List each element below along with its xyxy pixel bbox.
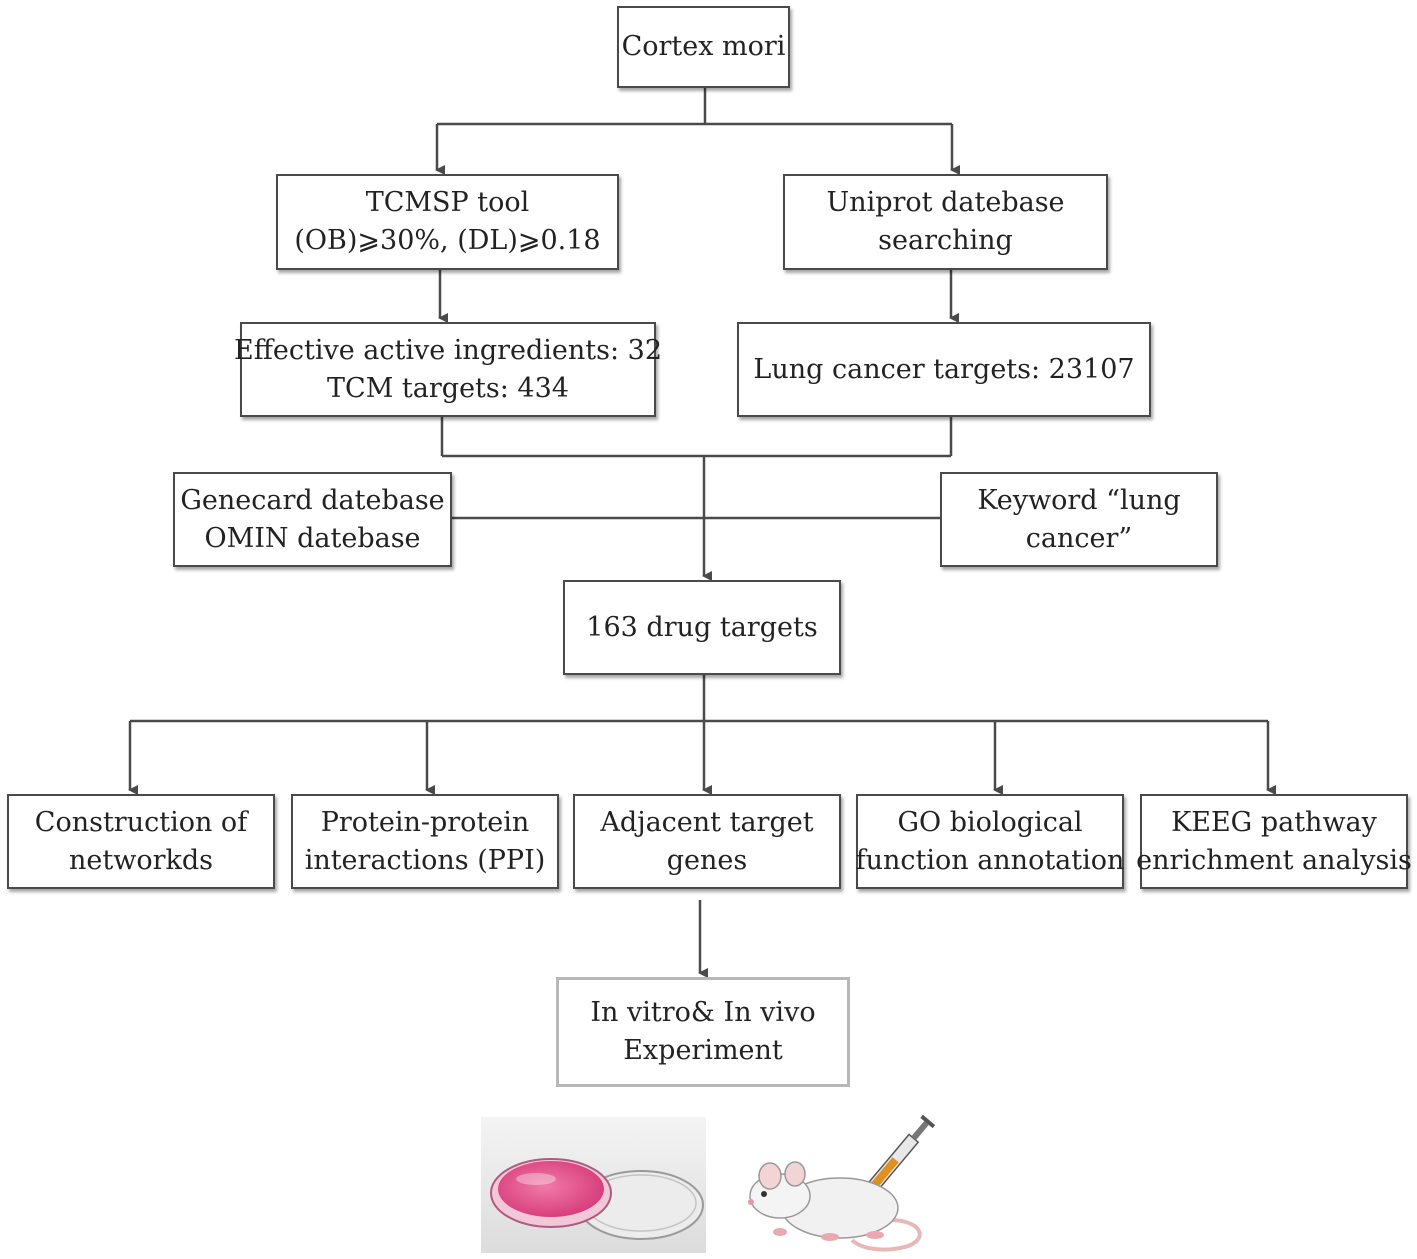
drug-targets-node: 163 drug targets bbox=[563, 580, 841, 675]
experiment-line2: Experiment bbox=[623, 1035, 783, 1066]
keeg-pathway-node: KEEG pathway enrichment analysis bbox=[1136, 794, 1412, 889]
experiment-node: In vitro& In vivo Experiment bbox=[556, 977, 850, 1087]
go-line2: function annotation bbox=[855, 844, 1125, 876]
networks-line2: networkds bbox=[69, 844, 213, 876]
genecard-node: Genecard datebase OMIN datebase bbox=[173, 472, 452, 567]
mouse-with-syringe-icon bbox=[748, 1114, 936, 1252]
ppi-line2: interactions (PPI) bbox=[304, 844, 546, 876]
petri-dish-icon bbox=[481, 1117, 706, 1253]
genecard-line2: OMIN datebase bbox=[204, 522, 421, 554]
keyword-node: Keyword “lung cancer” bbox=[940, 472, 1218, 567]
uniprot-node: Uniprot datebase searching bbox=[783, 174, 1108, 270]
networks-node: Construction of networkds bbox=[7, 794, 275, 889]
adjacent-genes-node: Adjacent target genes bbox=[573, 794, 841, 889]
tcmsp-line2: (OB)⩾30%, (DL)⩾0.18 bbox=[294, 225, 601, 256]
lung-cancer-targets-node: Lung cancer targets: 23107 bbox=[737, 322, 1151, 417]
root-label: Cortex mori bbox=[621, 31, 786, 62]
ingredients-node: Effective active ingredients: 32 TCM tar… bbox=[234, 322, 662, 417]
root-node: Cortex mori bbox=[617, 6, 790, 88]
keyword-line1: Keyword “lung bbox=[977, 484, 1181, 516]
genecard-line1: Genecard datebase bbox=[180, 484, 445, 516]
ingredients-line2: TCM targets: 434 bbox=[327, 372, 569, 404]
go-line1: GO biological bbox=[897, 806, 1083, 838]
uniprot-line2: searching bbox=[878, 225, 1013, 256]
uniprot-line1: Uniprot datebase bbox=[826, 187, 1065, 218]
networks-line1: Construction of bbox=[34, 806, 248, 838]
adjacent-line2: genes bbox=[666, 844, 748, 876]
lung-cancer-targets-label: Lung cancer targets: 23107 bbox=[753, 353, 1135, 385]
adjacent-line1: Adjacent target bbox=[600, 806, 814, 838]
ppi-node: Protein-protein interactions (PPI) bbox=[291, 794, 559, 889]
ppi-line1: Protein-protein bbox=[320, 806, 530, 838]
keeg-line1: KEEG pathway bbox=[1171, 806, 1377, 838]
experiment-line1: In vitro& In vivo bbox=[590, 997, 816, 1028]
tcmsp-line1: TCMSP tool bbox=[365, 187, 530, 218]
ingredients-line1: Effective active ingredients: 32 bbox=[233, 334, 663, 366]
keyword-line2: cancer” bbox=[1025, 522, 1133, 554]
keeg-line2: enrichment analysis bbox=[1136, 844, 1412, 876]
tcmsp-node: TCMSP tool (OB)⩾30%, (DL)⩾0.18 bbox=[276, 174, 619, 270]
go-annotation-node: GO biological function annotation bbox=[856, 794, 1124, 889]
drug-targets-label: 163 drug targets bbox=[586, 611, 818, 643]
